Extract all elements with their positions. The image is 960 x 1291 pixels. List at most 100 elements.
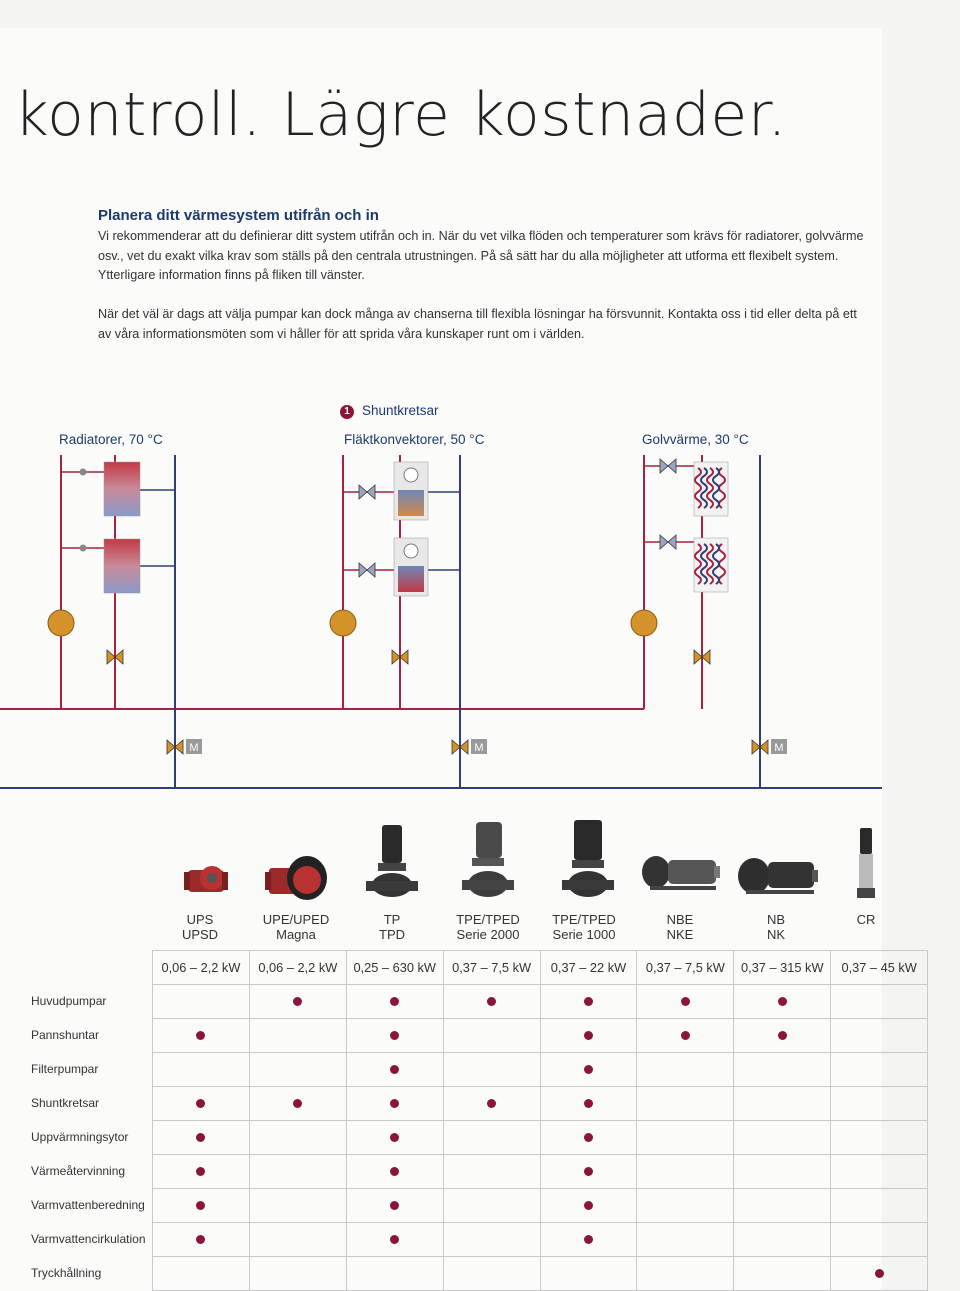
application-row [152, 1188, 929, 1223]
application-cell [345, 1052, 444, 1087]
tpe-2000-pump-image [462, 822, 514, 897]
application-cell [152, 1018, 250, 1053]
application-cell [345, 1154, 444, 1189]
suitable-dot [777, 1030, 787, 1040]
application-cell [636, 1188, 735, 1223]
application-cell [345, 1120, 444, 1155]
application-label: Tryckhållning [31, 1266, 102, 1280]
application-cell [152, 1222, 250, 1257]
suitable-dot [487, 1098, 497, 1108]
application-label: Varmvattenberedning [31, 1198, 145, 1212]
suitable-dot [584, 996, 593, 1006]
application-cell [442, 1188, 541, 1223]
suitable-dot [487, 996, 497, 1006]
suitable-dot [390, 1132, 400, 1142]
application-cell [830, 1256, 929, 1291]
suitable-dot [584, 1166, 593, 1176]
suitable-dot [390, 1030, 400, 1040]
application-cell [345, 1256, 444, 1291]
application-cell [248, 1052, 347, 1087]
application-cell [830, 1222, 929, 1257]
application-cell [830, 1086, 929, 1121]
application-row [152, 1018, 929, 1053]
application-row [152, 984, 929, 1019]
suitable-dot [196, 1234, 206, 1244]
suitable-dot [680, 996, 690, 1006]
application-cell [733, 1120, 832, 1155]
application-cell [733, 1154, 832, 1189]
application-cell [539, 1086, 638, 1121]
application-cell [539, 1052, 638, 1087]
application-cell [733, 1086, 832, 1121]
application-cell [539, 1120, 638, 1155]
suitable-dot [390, 1234, 400, 1244]
suitable-dot [390, 1200, 400, 1210]
application-cell [539, 1256, 638, 1291]
application-cell [442, 1120, 541, 1155]
suitable-dot [390, 1166, 400, 1176]
application-cell [442, 1256, 541, 1291]
application-cell [830, 1154, 929, 1189]
application-cell [248, 1256, 347, 1291]
application-cell [345, 1188, 444, 1223]
application-cell [539, 1154, 638, 1189]
application-cell [442, 1052, 541, 1087]
ups-pump-image [184, 866, 228, 892]
suitable-dot [584, 1200, 593, 1210]
application-label: Varmvattencirkulation [31, 1232, 146, 1246]
application-cell [636, 1052, 735, 1087]
power-range-cell: 0,37 – 7,5 kW [636, 950, 735, 985]
application-cell [733, 1018, 832, 1053]
nbe-nke-pump-image [642, 856, 720, 890]
application-cell [442, 1086, 541, 1121]
suitable-dot [680, 1030, 690, 1040]
suitable-dot [584, 1030, 593, 1040]
application-cell [539, 1018, 638, 1053]
application-cell [345, 984, 444, 1019]
cr-pump-image [857, 828, 875, 898]
application-row [152, 1052, 929, 1087]
suitable-dot [196, 1098, 206, 1108]
application-cell [636, 1256, 735, 1291]
application-cell [248, 1154, 347, 1189]
application-cell [830, 1018, 929, 1053]
application-label: Huvudpumpar [31, 994, 107, 1008]
application-cell [539, 984, 638, 1019]
fancoil-circuit: M [329, 455, 487, 788]
application-label: Värmeåtervinning [31, 1164, 126, 1178]
application-cell [442, 1222, 541, 1257]
application-cell [152, 1052, 250, 1087]
product-name: CR [856, 912, 876, 927]
application-cell [539, 1188, 638, 1223]
application-cell [152, 1154, 250, 1189]
application-cell [248, 1188, 347, 1223]
suitable-dot [196, 1030, 206, 1040]
floorheating-circuit: M [630, 455, 787, 788]
application-cell [830, 1188, 929, 1223]
application-row [152, 1222, 929, 1257]
application-cell [345, 1222, 444, 1257]
application-cell [248, 1222, 347, 1257]
suitable-dot [196, 1200, 206, 1210]
section-title: Planera ditt värmesystem utifrån och in [98, 207, 379, 224]
motor-label: M [189, 742, 198, 754]
tp-pump-image [366, 825, 418, 897]
application-cell [248, 1086, 347, 1121]
application-cell [248, 1120, 347, 1155]
radiator-circuit: M [47, 455, 202, 788]
page-headline: kontroll. Lägre kostnader. [14, 80, 788, 150]
application-cell [733, 984, 832, 1019]
power-range-cell: 0,37 – 315 kW [733, 950, 832, 985]
application-cell [733, 1256, 832, 1291]
suitable-dot [293, 996, 303, 1006]
suitable-dot [584, 1132, 593, 1142]
contact-paragraph: När det väl är dags att välja pumpar kan… [98, 307, 857, 341]
